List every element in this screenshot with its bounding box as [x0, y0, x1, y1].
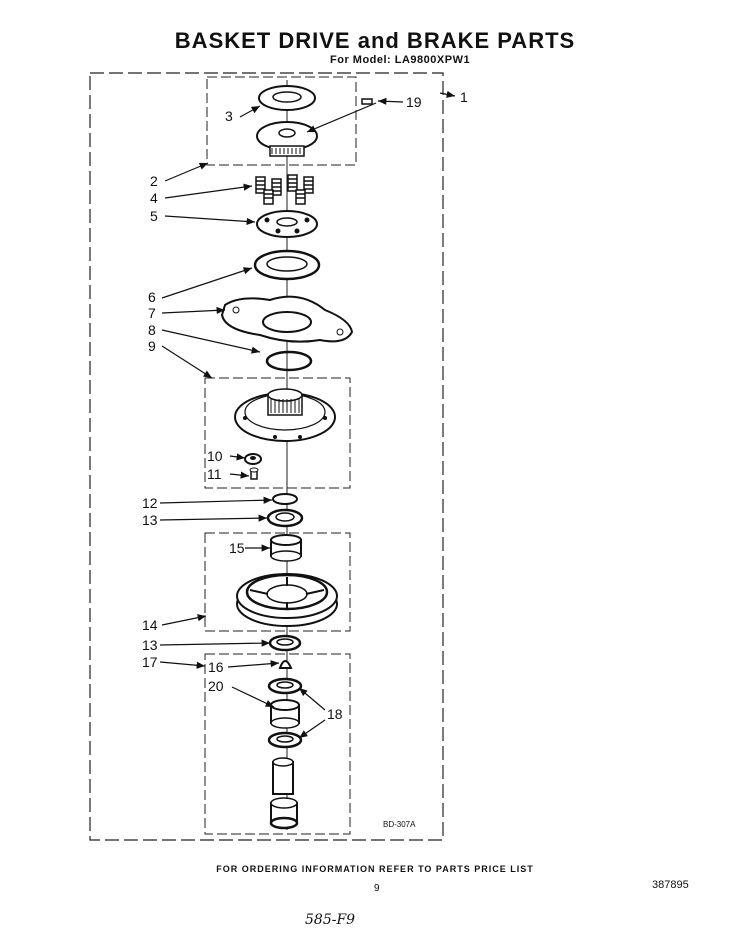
callout-2: 2	[150, 173, 158, 189]
part-13-bearing-lower	[268, 634, 302, 652]
model-label: For Model: LA9800XPW1	[330, 54, 471, 66]
diagram-code: BD-307A	[383, 820, 416, 829]
part-5-plate	[256, 210, 318, 238]
part-18-seal-upper	[267, 677, 303, 695]
part-19-pin	[361, 98, 373, 105]
callout-1: 1	[460, 89, 468, 105]
part-20-bushing	[270, 699, 300, 729]
part-9-snap-ring	[265, 350, 313, 372]
leader-lines	[159, 90, 456, 739]
callout-15: 15	[229, 540, 245, 556]
part-14-pulley	[236, 573, 338, 627]
document-number: 387895	[652, 879, 689, 891]
brake-assembly	[234, 388, 336, 442]
part-6-ring	[253, 249, 321, 281]
part-10-nut	[244, 453, 262, 465]
callout-16: 16	[208, 659, 224, 675]
shaft-upper	[272, 757, 294, 795]
subassembly-box-pulley	[204, 532, 351, 632]
part-18-seal-lower	[267, 731, 303, 749]
part-13-bearing-upper	[266, 508, 304, 528]
part-15-bushing	[270, 534, 302, 562]
part-2-hub-plate	[256, 121, 318, 157]
part-3-ring	[258, 85, 316, 111]
callout-12: 12	[142, 495, 158, 511]
subassembly-box-top	[206, 76, 357, 166]
callout-19: 19	[406, 94, 422, 110]
part-16-cap	[278, 660, 293, 669]
callout-5: 5	[150, 208, 158, 224]
callout-7: 7	[148, 305, 156, 321]
callout-11: 11	[207, 466, 222, 482]
part-7-mounting-plate	[220, 295, 354, 343]
part-11-screw	[249, 467, 259, 480]
callout-13-lower: 13	[142, 637, 158, 653]
ordering-info-footer: FOR ORDERING INFORMATION REFER TO PARTS …	[216, 864, 534, 874]
part-4-springs	[255, 174, 314, 205]
shaft-lower	[269, 797, 299, 830]
subassembly-box-brake	[204, 377, 351, 489]
callout-13-upper: 13	[142, 512, 158, 528]
callout-6: 6	[148, 289, 156, 305]
callout-14: 14	[142, 617, 158, 633]
callout-18: 18	[327, 706, 343, 722]
callout-4: 4	[150, 190, 158, 206]
callout-8: 8	[148, 322, 156, 338]
subassembly-box-bottom	[204, 653, 351, 835]
page-title: BASKET DRIVE and BRAKE PARTS	[174, 28, 576, 53]
callout-20: 20	[208, 678, 224, 694]
callout-3: 3	[225, 108, 233, 124]
callout-9: 9	[148, 338, 156, 354]
part-12-washer	[272, 493, 298, 505]
callout-17: 17	[142, 654, 158, 670]
page-number: 9	[374, 883, 380, 894]
assembly-outline	[89, 72, 444, 841]
callout-10: 10	[207, 448, 223, 464]
handwritten-note: 585-F9	[305, 912, 356, 928]
